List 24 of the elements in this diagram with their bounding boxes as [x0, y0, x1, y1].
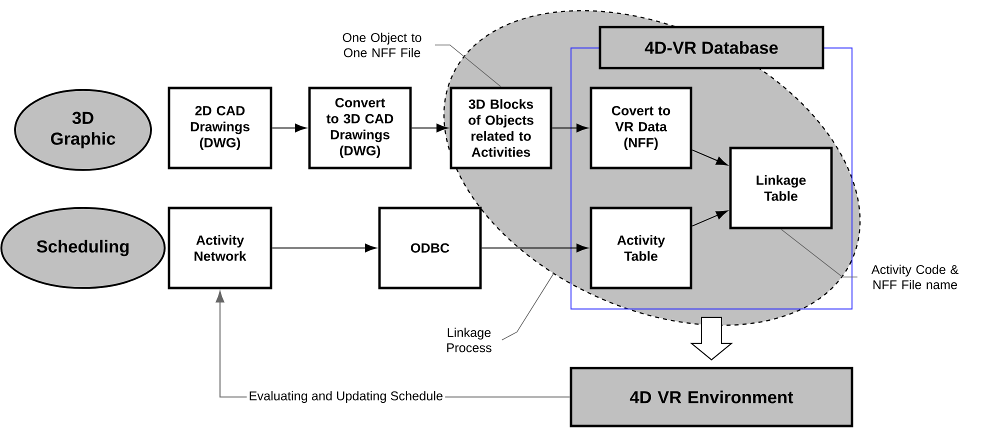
process-box: Activity Table — [590, 206, 692, 290]
process-box: Covert to VR Data (NFF) — [590, 86, 692, 170]
arrow — [482, 244, 588, 252]
callout-text: Activity Code & NFF File name — [871, 264, 958, 290]
arrow — [272, 124, 306, 132]
process-box: Activity Network — [168, 206, 272, 290]
block-arrow — [690, 316, 733, 360]
process-box: ODBC — [378, 206, 482, 290]
leader-line — [434, 44, 502, 88]
arrow — [272, 244, 376, 252]
leader-line — [780, 228, 858, 278]
process-box: Convert to 3D CAD Drawings (DWG) — [308, 86, 412, 170]
arrow — [552, 124, 588, 132]
arrow — [692, 149, 728, 166]
environment-box: 4D VR Environment — [570, 366, 854, 428]
arrow — [412, 124, 448, 132]
process-box: Linkage Table — [729, 146, 833, 230]
callout-text: One Object to One NFF File — [342, 32, 422, 58]
process-box: 2D CAD Drawings (DWG) — [168, 86, 272, 170]
edge-label: Evaluating and Updating Schedule — [246, 389, 446, 405]
callout-text: Linkage Process — [447, 328, 492, 352]
arrow — [692, 210, 728, 227]
leader-line — [502, 273, 554, 340]
process-box: 3D Blocks of Objects related to Activities — [450, 86, 552, 170]
